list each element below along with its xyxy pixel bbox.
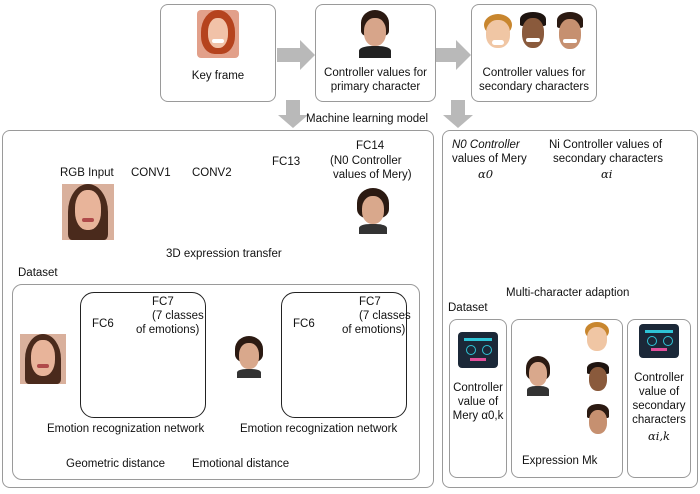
mery-ctrl-1: Controller (453, 382, 503, 394)
erc2-fc6-label: FC6 (293, 318, 315, 330)
mca-label: Multi-character adaption (506, 287, 630, 299)
right-dataset-label: Dataset (448, 302, 488, 314)
mery-ctrl-2: value of (457, 396, 499, 408)
n0-symbol: α0 (478, 167, 494, 181)
fc14-desc-1: (N0 Controller (330, 155, 402, 167)
expression-label: Expression Mk (522, 455, 598, 467)
secondary-label-1: Controller values for (482, 67, 586, 79)
expr-secondary-face-1 (584, 322, 610, 358)
erc-box-2 (281, 292, 407, 418)
arrow-down-left (278, 100, 308, 128)
expr-secondary-face-2 (586, 362, 610, 400)
erc2-fc7-desc-2: of emotions) (342, 324, 406, 336)
expression-transfer-label: 3D expression transfer (166, 248, 282, 260)
arrow-keyframe-to-primary (277, 40, 315, 70)
fc13-label: FC13 (272, 156, 301, 168)
key-frame-photo (197, 10, 239, 58)
erc1-fc7-desc-1: (7 classes (152, 310, 204, 322)
expr-mery-face (525, 356, 551, 396)
primary-character-face (355, 10, 395, 58)
mery-face (355, 188, 391, 234)
erc1-label: Emotion recognization network (47, 423, 205, 435)
fc14-desc-2: values of Mery) (333, 169, 412, 181)
secondary-controller-rig-icon (639, 324, 679, 358)
n0-desc-1: N0 Controller (452, 139, 520, 151)
erc1-fc7-label: FC7 (152, 296, 174, 308)
erc2-label: Emotion recognization network (240, 423, 398, 435)
primary-label-1: Controller values for (324, 67, 427, 79)
erc1-fc6-label: FC6 (92, 318, 114, 330)
rgb-input-photo (62, 184, 114, 240)
dataset-mery-face (234, 336, 264, 378)
flow-arrows (277, 40, 473, 128)
erc1-fc7-desc-2: of emotions) (136, 324, 200, 336)
primary-label-2: primary character (330, 81, 421, 93)
expr-secondary-face-3 (586, 404, 610, 444)
sec-ctrl-1: Controller (634, 372, 684, 384)
dataset-human-photo (20, 334, 66, 384)
erc2-fc7-desc-1: (7 classes (359, 310, 411, 322)
ni-desc-2: secondary characters (553, 153, 663, 165)
sec-ctrl-5: αi,k (647, 429, 671, 443)
conv1-label: CONV1 (131, 167, 171, 179)
conv2-label: CONV2 (192, 167, 232, 179)
left-dataset-label: Dataset (18, 267, 58, 279)
ni-desc-1: Ni Controller values of (549, 139, 663, 151)
emotional-distance-label: Emotional distance (192, 458, 290, 470)
fc14-label: FC14 (356, 140, 385, 152)
ni-symbol: αi (601, 167, 613, 181)
key-frame-label: Key frame (191, 70, 245, 82)
n0-desc-2: values of Mery (452, 153, 527, 165)
mery-ctrl-3: Mery α0,k (452, 410, 504, 422)
sec-ctrl-4: characters (632, 414, 686, 426)
geometric-distance-label: Geometric distance (66, 458, 166, 470)
secondary-face-3 (555, 12, 585, 58)
sec-ctrl-2: value of (638, 386, 680, 398)
arrow-down-right (443, 100, 473, 128)
secondary-face-1 (482, 14, 514, 58)
secondary-label-2: secondary characters (479, 81, 589, 93)
secondary-face-2 (518, 12, 548, 58)
erc2-fc7-label: FC7 (359, 296, 381, 308)
mery-controller-rig-icon (458, 332, 498, 368)
sec-ctrl-3: secondary (632, 400, 686, 412)
arrow-primary-to-secondary (435, 40, 471, 70)
rgb-input-label: RGB Input (60, 167, 114, 179)
erc-box-1 (80, 292, 206, 418)
ml-model-label: Machine learning model (306, 113, 429, 125)
